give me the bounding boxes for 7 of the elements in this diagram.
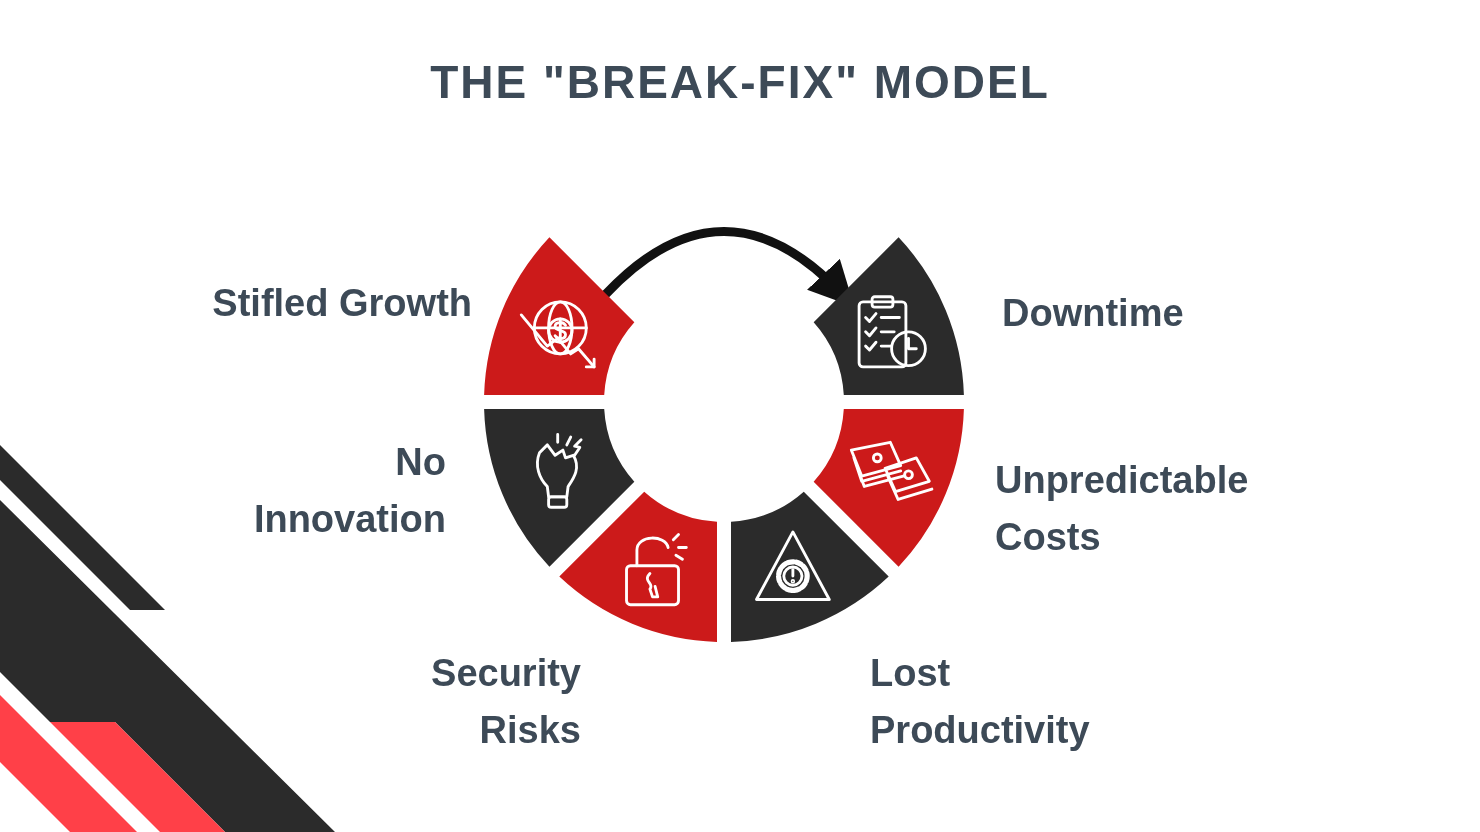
diagram-title: THE "BREAK-FIX" MODEL	[429, 55, 1051, 110]
segment-label: Security Risks	[430, 651, 581, 753]
segment-label: Downtime	[1002, 291, 1185, 336]
segment-label: Lost Productivity	[870, 651, 1091, 753]
segment-label: Stifled Growth	[211, 281, 472, 326]
segment-label: Unpredictable Costs	[995, 458, 1250, 560]
segment-label: No Innovation	[252, 440, 446, 542]
